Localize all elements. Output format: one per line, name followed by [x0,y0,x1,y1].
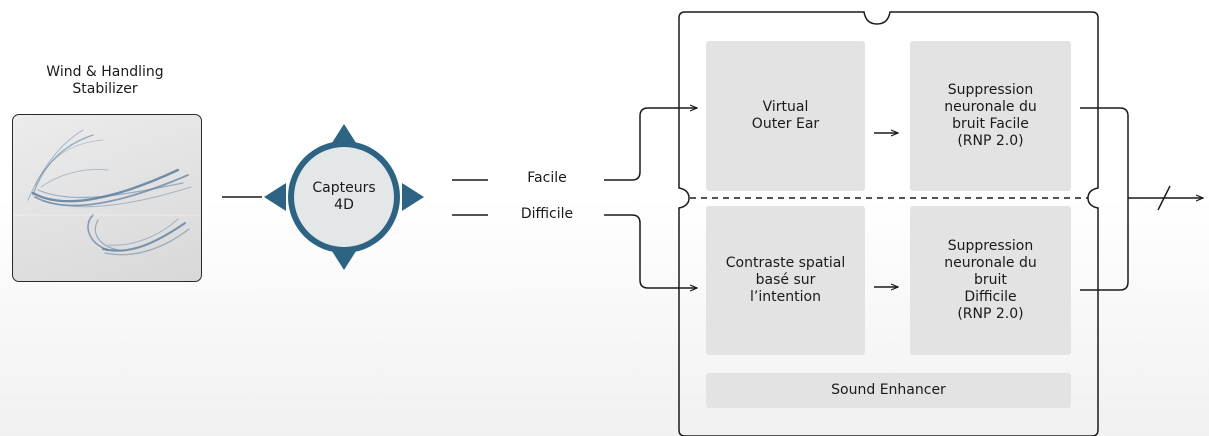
nse-line2: neuronale du [944,99,1037,115]
voe-line1: Virtual [762,99,809,115]
nse-line1: Suppression [947,82,1034,98]
voe-line2: Outer Ear [751,116,820,132]
spatial-contrast-block: Contraste spatial basé sur l’intention [706,206,865,355]
output-slash [1157,185,1171,211]
noise-suppression-difficult-block: Suppression neuronale du bruit Difficile… [910,206,1071,355]
nsd-line5: (RNP 2.0) [957,306,1024,322]
easy-path-label: Facile [527,170,567,186]
nse-line4: (RNP 2.0) [957,133,1024,149]
easy-path-arrow [604,108,697,181]
sensor-label-line1: Capteurs [312,180,376,196]
nsd-line4: Difficile [964,289,1017,305]
sensor-4d-node: Capteurs 4D [264,124,424,270]
sc-line2: basé sur [755,272,816,288]
nsd-line3: bruit [974,272,1007,288]
sensor-label-line2: 4D [334,197,354,213]
noise-suppression-easy-block: Suppression neuronale du bruit Facile (R… [910,41,1071,191]
processing-frame [678,11,1099,436]
output-merge-lines [1080,107,1129,291]
sc-line3: l’intention [750,289,821,305]
wind-swirl-icon [13,129,201,256]
difficult-path-arrow [604,214,697,288]
sound-enhancer-label: Sound Enhancer [831,382,946,398]
wind-stabilizer-title: Wind & Handling Stabilizer [20,64,190,98]
wind-title-line2: Stabilizer [72,81,138,97]
nsd-line1: Suppression [947,238,1034,254]
nsd-line2: neuronale du [944,255,1037,271]
wind-title-line1: Wind & Handling [46,64,164,80]
sc-line1: Contraste spatial [725,255,846,271]
virtual-outer-ear-block: Virtual Outer Ear [706,41,865,191]
nse-line3: bruit Facile [952,116,1029,132]
wind-stabilizer-box [12,114,202,282]
difficult-path-label: Difficile [520,206,574,222]
sensor-compass-icon [264,124,424,270]
sound-enhancer-block: Sound Enhancer [706,373,1071,408]
